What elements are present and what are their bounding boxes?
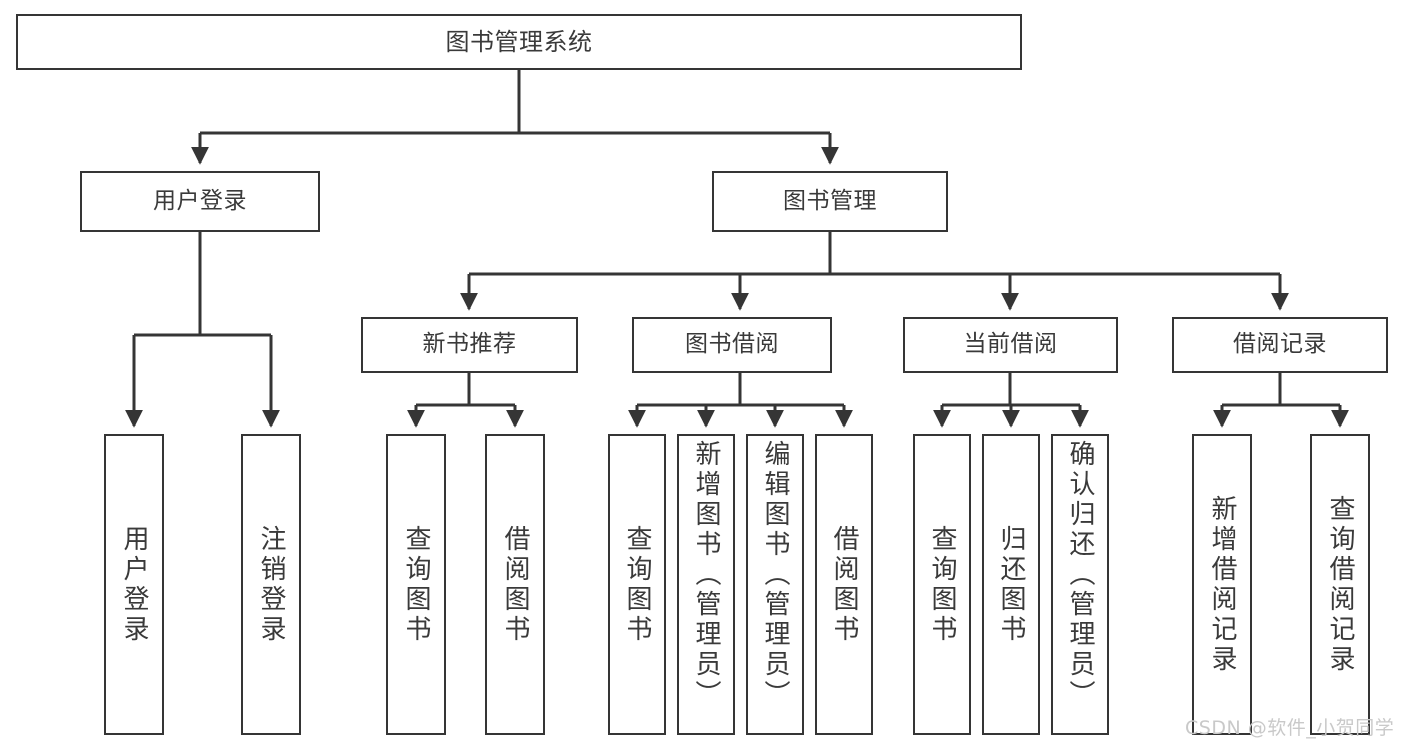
node-leaf-query-record[interactable]: 查询借阅记录 [1310,434,1370,735]
node-current-borrow-label: 当前借阅 [963,331,1058,358]
node-leaf-edit-book-admin-label: 编辑图书（管理员） [760,440,790,710]
node-new-book-rec-label: 新书推荐 [422,331,517,358]
node-leaf-query-book-1[interactable]: 查询图书 [386,434,446,735]
node-leaf-confirm-return-admin-label: 确认归还（管理员） [1065,440,1095,710]
node-leaf-user-login[interactable]: 用户登录 [104,434,164,735]
node-leaf-return-book[interactable]: 归还图书 [982,434,1040,735]
node-leaf-add-record-label: 新增借阅记录 [1207,494,1237,675]
node-leaf-add-book-admin[interactable]: 新增图书（管理员） [677,434,735,735]
node-leaf-query-book-3-label: 查询图书 [927,524,957,645]
node-leaf-borrow-book-2-label: 借阅图书 [829,524,859,645]
node-leaf-return-book-label: 归还图书 [996,524,1026,645]
node-leaf-add-book-admin-label: 新增图书（管理员） [691,440,721,710]
node-leaf-query-book-2-label: 查询图书 [622,524,652,645]
node-leaf-edit-book-admin[interactable]: 编辑图书（管理员） [746,434,804,735]
node-leaf-query-book-2[interactable]: 查询图书 [608,434,666,735]
node-leaf-borrow-book-1[interactable]: 借阅图书 [485,434,545,735]
node-borrow-record[interactable]: 借阅记录 [1172,317,1388,373]
node-leaf-user-logout[interactable]: 注销登录 [241,434,301,735]
csdn-watermark: CSDN @软件_小贺同学 [1185,717,1395,739]
node-leaf-confirm-return-admin[interactable]: 确认归还（管理员） [1051,434,1109,735]
node-leaf-query-book-3[interactable]: 查询图书 [913,434,971,735]
node-book-manage[interactable]: 图书管理 [712,171,948,232]
node-book-borrow-label: 图书借阅 [685,331,779,358]
node-book-borrow[interactable]: 图书借阅 [632,317,832,373]
node-leaf-borrow-book-2[interactable]: 借阅图书 [815,434,873,735]
node-root-label: 图书管理系统 [445,27,593,56]
node-leaf-add-record[interactable]: 新增借阅记录 [1192,434,1252,735]
node-leaf-query-record-label: 查询借阅记录 [1325,494,1355,675]
node-user-login[interactable]: 用户登录 [80,171,320,232]
node-root[interactable]: 图书管理系统 [16,14,1022,70]
node-book-manage-label: 图书管理 [783,187,877,214]
node-borrow-record-label: 借阅记录 [1233,331,1327,358]
node-leaf-user-logout-label: 注销登录 [256,524,286,645]
node-user-login-label: 用户登录 [153,187,247,214]
node-current-borrow[interactable]: 当前借阅 [903,317,1118,373]
node-leaf-user-login-label: 用户登录 [119,524,149,645]
node-leaf-borrow-book-1-label: 借阅图书 [500,524,530,645]
node-new-book-rec[interactable]: 新书推荐 [361,317,578,373]
node-leaf-query-book-1-label: 查询图书 [401,524,431,645]
